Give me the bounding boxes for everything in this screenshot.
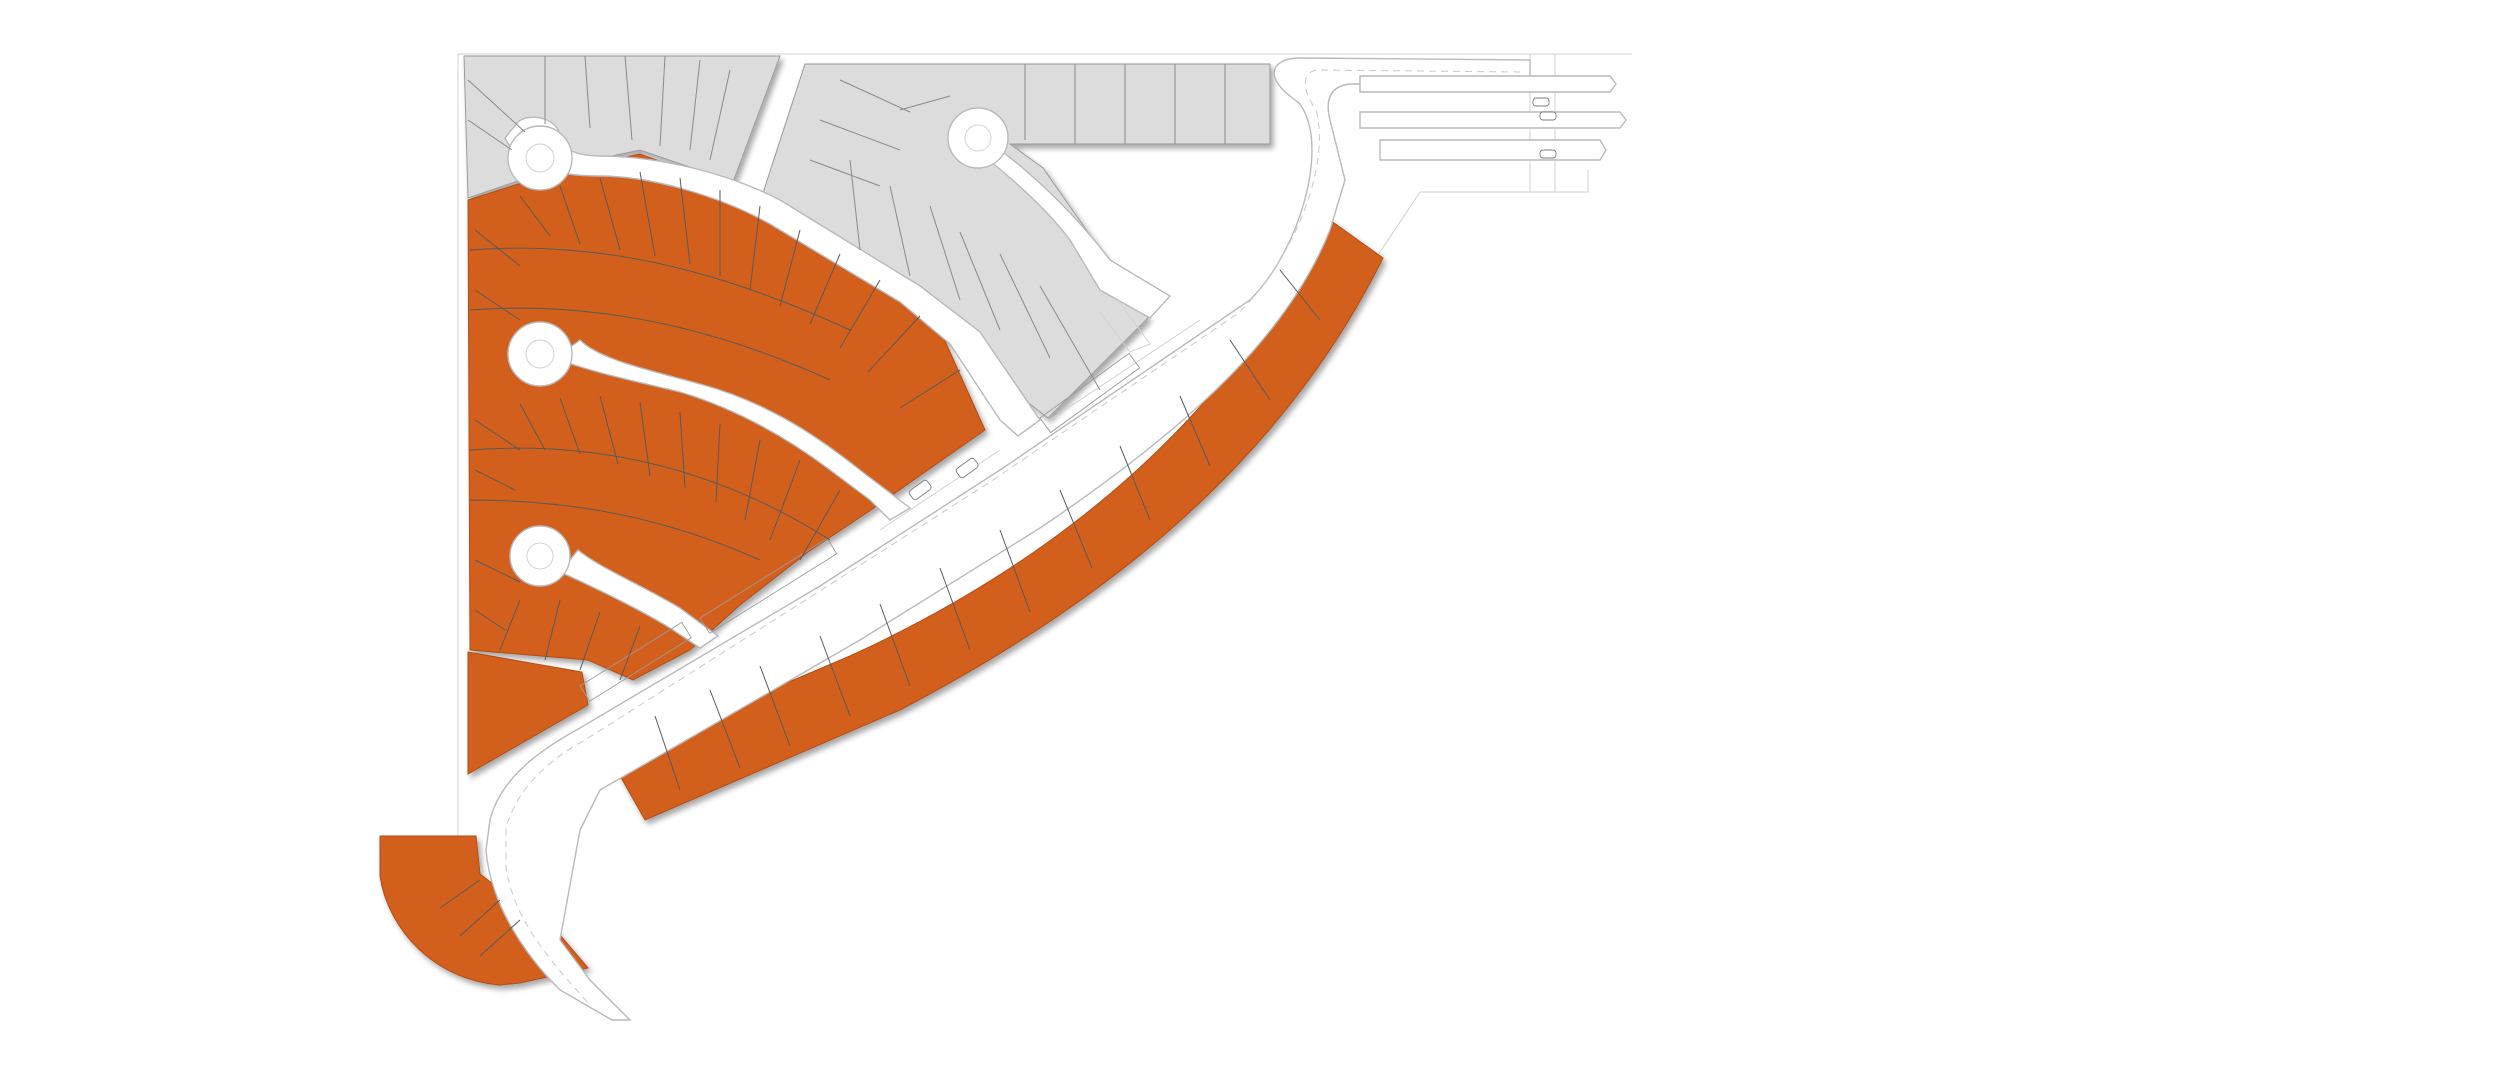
south-west-corner-parcel[interactable] (467, 651, 589, 775)
middle-cul-de-sac (553, 339, 912, 521)
east-access-road (1359, 75, 1617, 93)
south-cul-de-sac (558, 549, 720, 649)
north-east-cul-de-sac (957, 135, 1172, 319)
parking-stalls (579, 97, 1557, 702)
road-network (485, 57, 1627, 1021)
lot-divisions (439, 55, 1321, 957)
